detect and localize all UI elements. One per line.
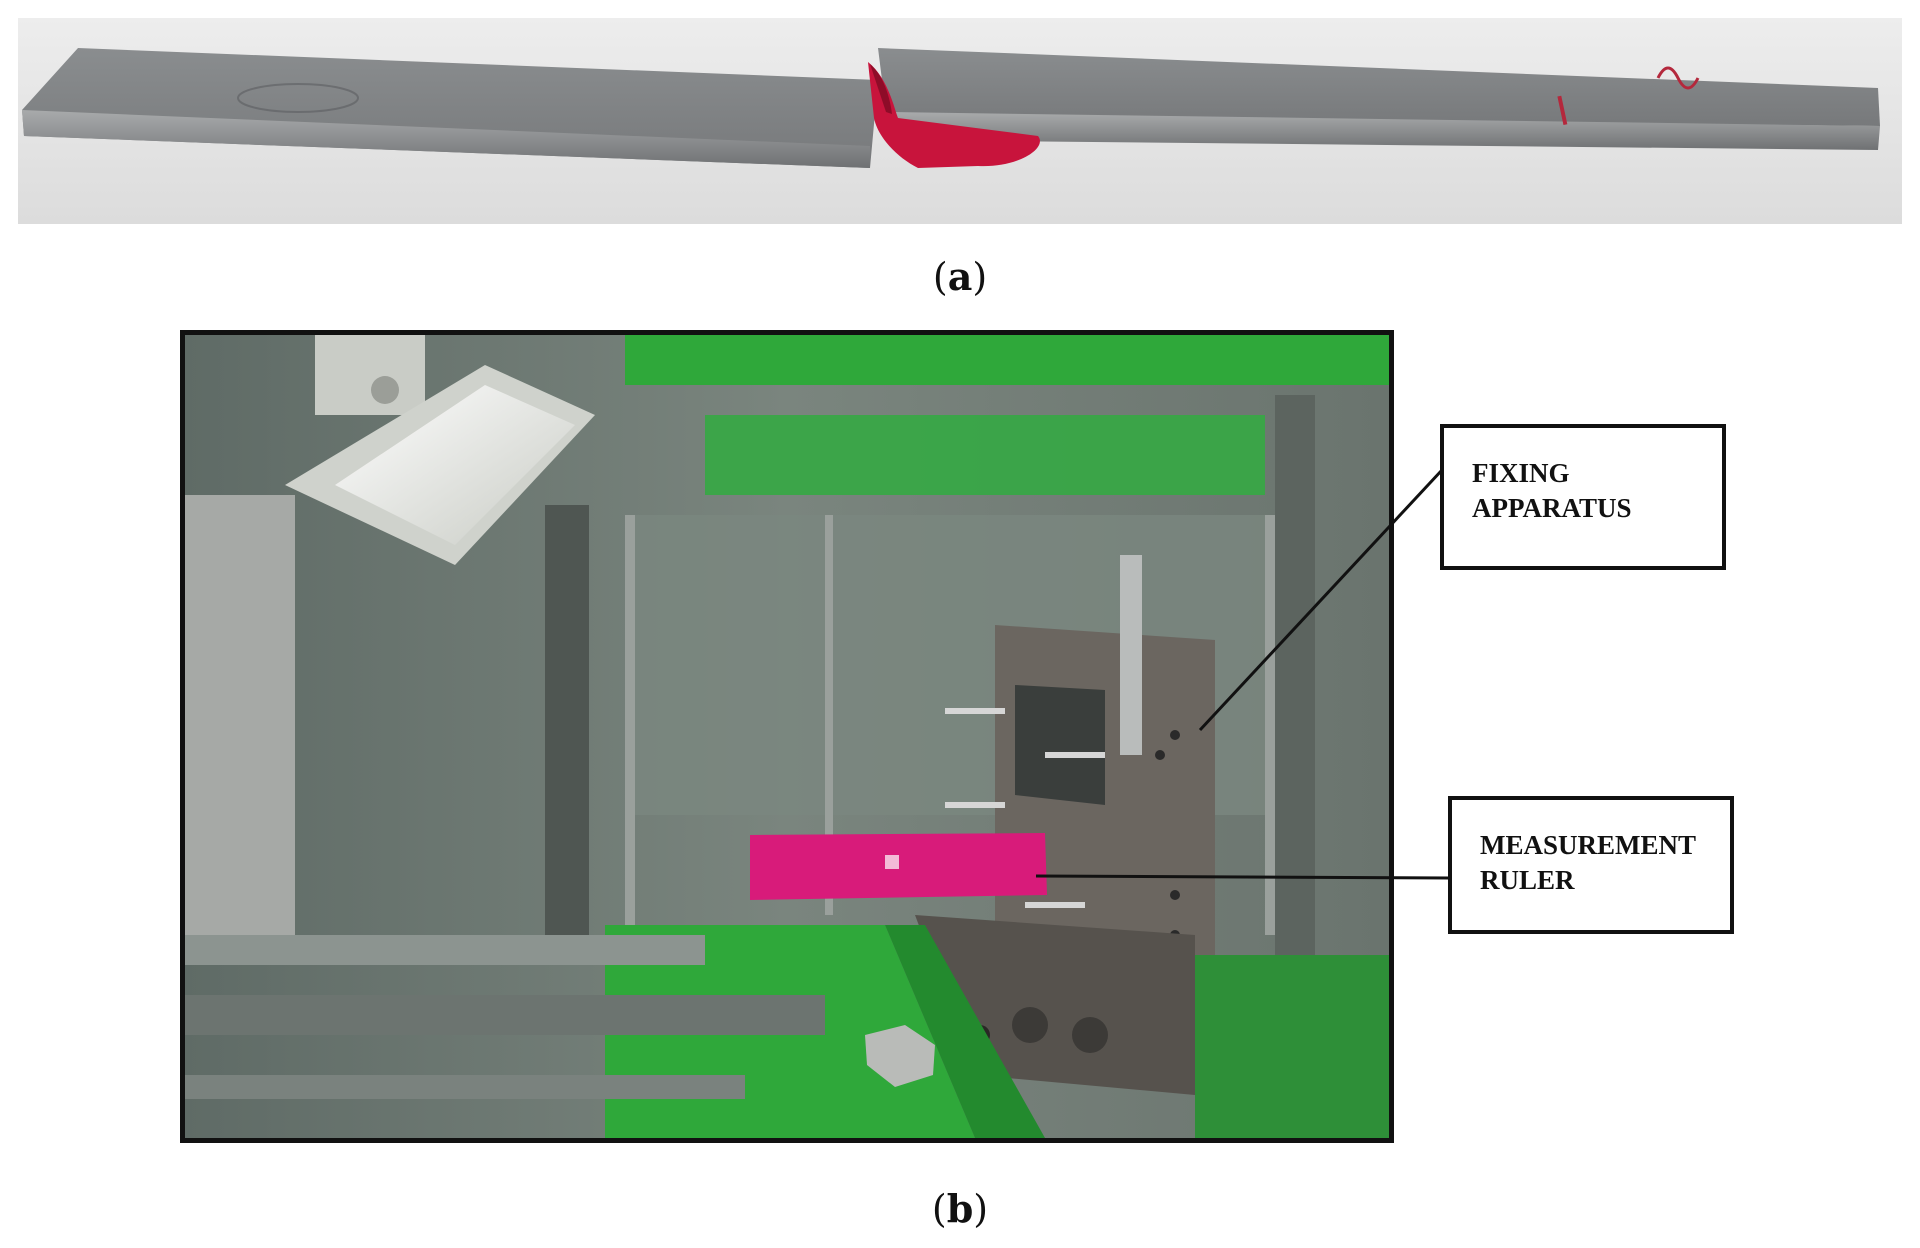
measurement-ruler-label: MEASUREMENT RULER xyxy=(1448,796,1734,934)
lamp xyxy=(285,335,595,565)
specimen-photo: I xyxy=(18,18,1902,224)
right-plate xyxy=(878,48,1880,126)
hex-nut xyxy=(865,1025,935,1087)
caption-b: (b) xyxy=(931,1186,989,1231)
measurement-ruler xyxy=(750,833,1047,900)
fixing-leader-line xyxy=(1198,468,1444,732)
specimen-illustration: I xyxy=(18,18,1902,224)
green-frame-top xyxy=(625,335,1389,385)
setup-illustration xyxy=(185,335,1389,1138)
caption-a: (a) xyxy=(932,254,988,299)
ruler-leader-line xyxy=(1035,874,1451,880)
fixing-apparatus-label: FIXING APPARATUS xyxy=(1440,424,1726,570)
adhesive-joint xyxy=(868,62,1040,168)
setup-photo xyxy=(180,330,1394,1143)
